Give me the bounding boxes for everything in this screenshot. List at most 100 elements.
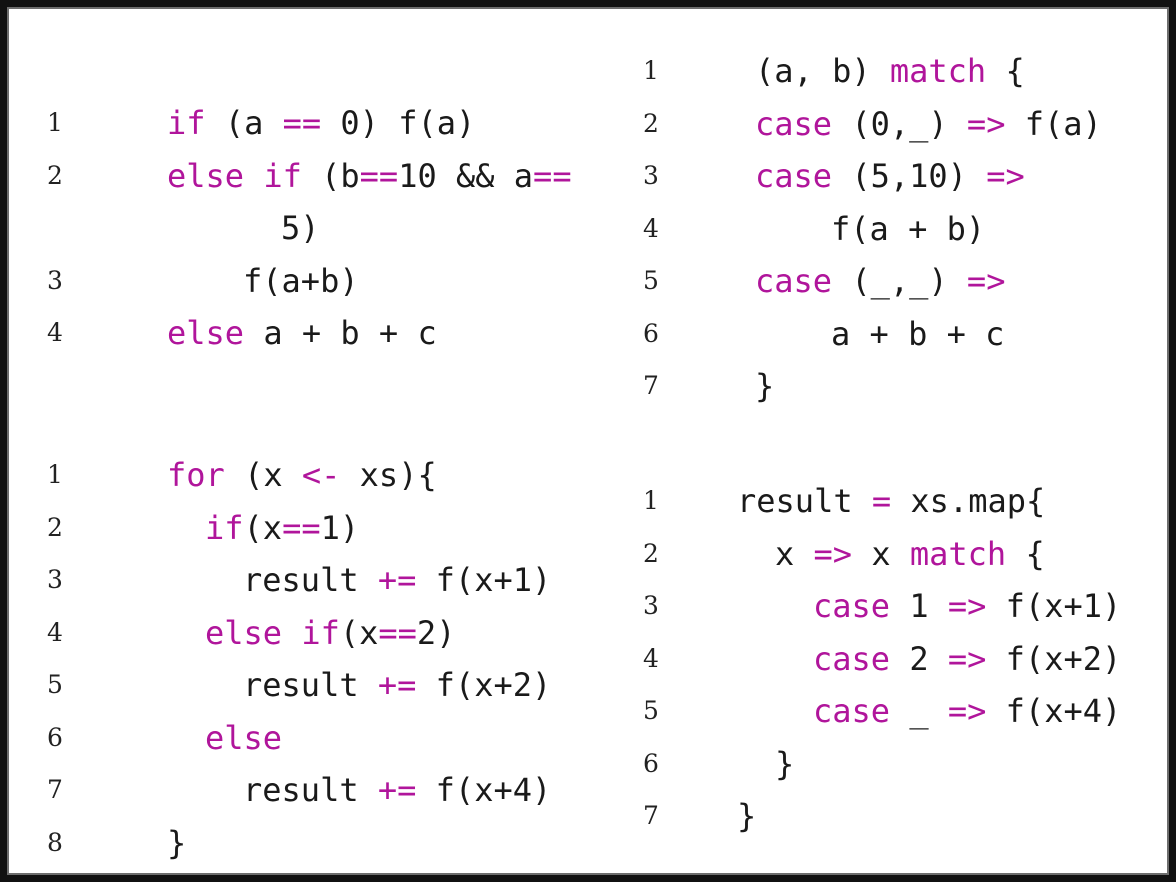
code-token: xs){	[340, 456, 437, 494]
code-token: 2	[890, 639, 948, 678]
keyword-token: +=	[377, 771, 417, 809]
code-token: }	[167, 823, 187, 862]
code-text: (a, b) match {	[755, 45, 1025, 97]
keyword-token: else	[167, 314, 245, 352]
line-number: 2	[47, 512, 63, 542]
keyword-token: +=	[377, 561, 417, 599]
keyword-token: case	[813, 692, 891, 730]
code-text: case 2 => f(x+2)	[813, 633, 1121, 685]
code-token: 1	[890, 587, 948, 625]
keyword-token: =>	[947, 639, 987, 678]
line-number: 5	[643, 696, 659, 725]
keyword-token: =	[871, 482, 892, 520]
keyword-token: ==	[282, 104, 322, 142]
code-text: }	[775, 738, 794, 790]
code-token: (b	[301, 156, 360, 195]
code-text: else	[205, 712, 282, 764]
code-text: else a + b + c	[167, 307, 437, 359]
keyword-token: ==	[533, 156, 572, 195]
code-token: 0) f(a)	[321, 104, 476, 142]
line-number: 1	[643, 56, 659, 85]
code-token: f(x+2)	[416, 666, 552, 704]
code-token: f(a)	[1005, 104, 1102, 143]
code-token: f(x+1)	[416, 561, 552, 599]
line-number: 4	[643, 643, 659, 673]
code-token: (0,_)	[832, 104, 967, 143]
line-number: 3	[643, 161, 659, 190]
code-token: {	[986, 52, 1025, 90]
code-text: if (a == 0) f(a)	[167, 97, 475, 149]
keyword-token: match	[889, 52, 987, 90]
code-token: f(x+2)	[986, 639, 1122, 678]
code-token: (x	[243, 508, 283, 547]
code-text: case (5,10) =>	[755, 150, 1025, 202]
keyword-token: =>	[813, 534, 853, 573]
line-number: 5	[643, 266, 659, 295]
line-number: 1	[47, 460, 63, 489]
code-token: }	[755, 367, 775, 405]
keyword-token: ==	[282, 508, 321, 547]
keyword-token: case	[755, 262, 833, 300]
code-token: f(a+b)	[243, 261, 359, 300]
line-number: 6	[643, 318, 659, 348]
line-number: 7	[47, 775, 63, 804]
line-number: 7	[643, 801, 659, 830]
code-token: xs.map{	[891, 482, 1046, 520]
keyword-token: =>	[947, 692, 987, 730]
code-text: a + b + c	[831, 308, 1004, 360]
code-token: }	[775, 744, 795, 783]
line-number: 2	[47, 160, 63, 190]
code-text: }	[167, 817, 186, 869]
keyword-token: ==	[378, 613, 417, 652]
line-number: 3	[47, 265, 63, 295]
code-token: x	[775, 534, 814, 573]
keyword-token: case	[813, 587, 891, 625]
code-text: case (_,_) =>	[755, 255, 1005, 307]
code-token: 10 && a	[398, 156, 534, 195]
code-text: if(x==1)	[205, 502, 359, 554]
keyword-token: case	[755, 157, 833, 195]
code-text: result = xs.map{	[737, 475, 1045, 527]
code-token: result	[243, 771, 378, 809]
keyword-token: if	[205, 508, 244, 547]
code-token: (5,10)	[832, 157, 987, 195]
code-text: }	[755, 360, 774, 412]
code-token: result	[243, 561, 378, 599]
code-token: (_,_)	[832, 262, 967, 300]
code-text: result += f(x+1)	[243, 554, 551, 606]
line-number: 2	[643, 108, 659, 138]
code-text: case _ => f(x+4)	[813, 685, 1121, 737]
keyword-token: else	[205, 718, 283, 757]
code-token: f(x+4)	[986, 692, 1122, 730]
line-number: 4	[47, 318, 63, 347]
code-token: a + b + c	[831, 314, 1005, 353]
code-token: result	[737, 482, 872, 520]
keyword-token: =>	[966, 104, 1006, 143]
code-text: }	[737, 790, 756, 842]
code-token: 2)	[416, 613, 456, 652]
code-text: 5)	[281, 202, 320, 254]
code-token: (a, b)	[755, 52, 890, 90]
keyword-token: case	[755, 104, 833, 143]
line-number: 6	[643, 748, 659, 778]
keyword-token: else if	[167, 156, 302, 195]
code-token: f(a + b)	[831, 209, 986, 248]
code-text: f(a + b)	[831, 203, 985, 255]
code-token: }	[737, 797, 757, 835]
code-text: case (0,_) => f(a)	[755, 98, 1102, 150]
code-text: result += f(x+4)	[243, 764, 551, 816]
code-text: result += f(x+2)	[243, 659, 551, 711]
keyword-token: case	[813, 639, 891, 678]
code-token: 5)	[281, 209, 320, 247]
line-number: 7	[643, 371, 659, 400]
code-text: case 1 => f(x+1)	[813, 580, 1121, 632]
line-number: 8	[47, 827, 63, 857]
code-token: f(x+4)	[416, 771, 552, 809]
keyword-token: =>	[947, 587, 987, 625]
line-number: 6	[47, 722, 63, 752]
code-token: f(x+1)	[986, 587, 1122, 625]
code-token: _	[890, 692, 948, 730]
line-number: 1	[47, 108, 63, 137]
keyword-token: =>	[966, 262, 1006, 300]
